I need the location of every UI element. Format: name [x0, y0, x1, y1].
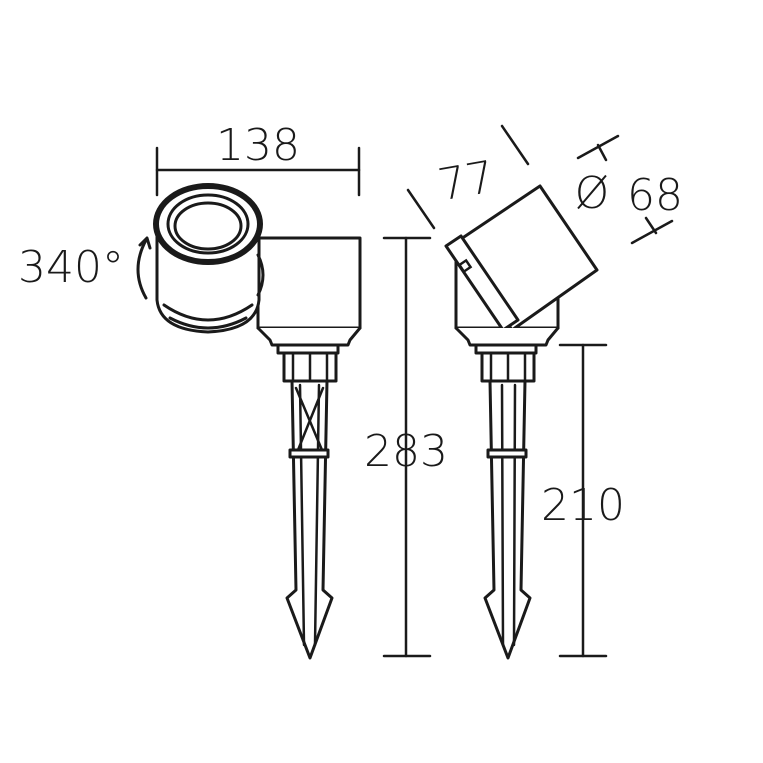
rotation-arrow-head — [138, 236, 152, 250]
width-dimension-line — [155, 146, 361, 197]
front-view — [136, 146, 362, 660]
lamp-head-cylinder — [153, 183, 265, 334]
ground-spike — [285, 379, 334, 660]
driver-box — [256, 236, 362, 330]
spike-height-label: 210 — [541, 480, 625, 531]
base-collar — [256, 326, 362, 383]
side-view — [406, 124, 674, 660]
diameter-label: 68 — [627, 170, 683, 221]
head-depth-label: 77 — [434, 152, 498, 212]
tilted-lamp-head — [444, 184, 599, 332]
side-ground-spike — [483, 379, 532, 660]
diameter-dimension-ticks — [576, 134, 674, 245]
rotation-arrow — [136, 238, 148, 300]
spike-height-dimension-line — [558, 343, 608, 658]
diameter-symbol: Ø — [575, 168, 610, 219]
rotation-label: 340° — [18, 242, 124, 293]
total-height-label: 283 — [364, 426, 448, 477]
side-base-collar — [454, 326, 560, 383]
head-depth-dimension-ticks — [406, 124, 530, 230]
width-label: 138 — [216, 120, 300, 171]
total-height-dimension-line — [382, 236, 432, 658]
